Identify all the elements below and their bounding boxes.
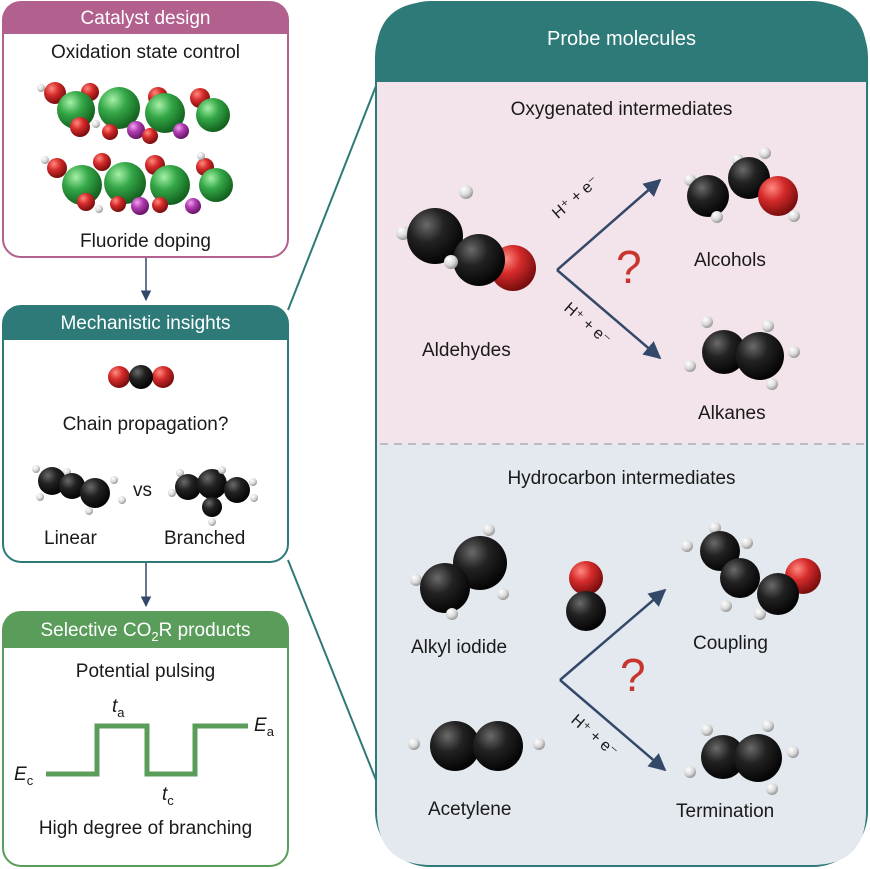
alkanes-label: Alkanes: [698, 403, 766, 424]
mechanistic-title: Mechanistic insights: [60, 313, 231, 334]
ta-label: ta: [112, 696, 125, 720]
alkane-molecule-top: [684, 316, 800, 390]
alcohol-molecule: [684, 147, 800, 223]
probe-title: Probe molecules: [547, 28, 696, 50]
hydrocarbon-reaction-arrows: [559, 588, 667, 772]
branched-chain-molecule: [168, 466, 258, 526]
ea-main: E: [254, 715, 267, 736]
coupling-label: Coupling: [693, 633, 768, 654]
linear-label: Linear: [44, 528, 97, 549]
co-molecule-small: [108, 365, 174, 389]
oxygenated-title: Oxygenated intermediates: [510, 99, 733, 120]
catalyst-slab-bottom: [41, 152, 233, 215]
alkyl-iodide-label: Alkyl iodide: [411, 637, 508, 658]
fluoride-doping-label: Fluoride doping: [80, 231, 211, 252]
aldehyde-molecule: [396, 185, 536, 291]
ec-label: Ec: [14, 764, 33, 788]
aldehydes-label: Aldehydes: [422, 340, 511, 361]
branched-label: Branched: [164, 528, 246, 549]
ta-sub: a: [117, 704, 125, 720]
alkyl-iodide-molecule: [410, 524, 509, 620]
hydrocarbon-title: Hydrocarbon intermediates: [507, 468, 736, 489]
selective-title: Selective CO2R products: [3, 620, 288, 644]
tc-label: tc: [162, 784, 174, 808]
tc-main: t: [162, 784, 168, 805]
termination-molecule: [684, 720, 799, 795]
ec-main: E: [14, 764, 27, 785]
catalyst-title: Catalyst design: [80, 8, 211, 29]
selective-title-post: R products: [158, 620, 251, 641]
zoom-lines: [287, 85, 377, 781]
coupling-molecule: [681, 522, 821, 620]
tc-sub: c: [167, 792, 174, 808]
acetylene-molecule: [408, 721, 545, 771]
catalyst-slab-top: [37, 82, 230, 144]
oxidation-state-label: Oxidation state control: [50, 42, 241, 63]
high-branching-label: High degree of branching: [38, 818, 253, 839]
alcohols-label: Alcohols: [694, 250, 766, 271]
oxygenated-question-mark: ?: [616, 241, 642, 293]
termination-label: Termination: [676, 801, 775, 822]
ea-sub: a: [266, 723, 274, 739]
linear-chain-molecule: [32, 465, 126, 515]
chain-propagation-label: Chain propagation?: [62, 414, 229, 435]
selective-title-sub: 2: [151, 628, 159, 644]
pulse-waveform: [46, 723, 248, 777]
co-molecule-large: [566, 561, 606, 631]
ec-sub: c: [26, 772, 34, 788]
selective-title-pre: Selective CO: [40, 620, 152, 641]
acetylene-label: Acetylene: [428, 799, 512, 820]
ta-main: t: [112, 696, 118, 717]
potential-pulsing-label: Potential pulsing: [75, 661, 216, 682]
hydrocarbon-question-mark: ?: [620, 649, 646, 701]
oxygenated-reaction-arrows: [556, 178, 662, 360]
vs-label: vs: [133, 480, 152, 501]
ea-label: Ea: [254, 715, 274, 739]
